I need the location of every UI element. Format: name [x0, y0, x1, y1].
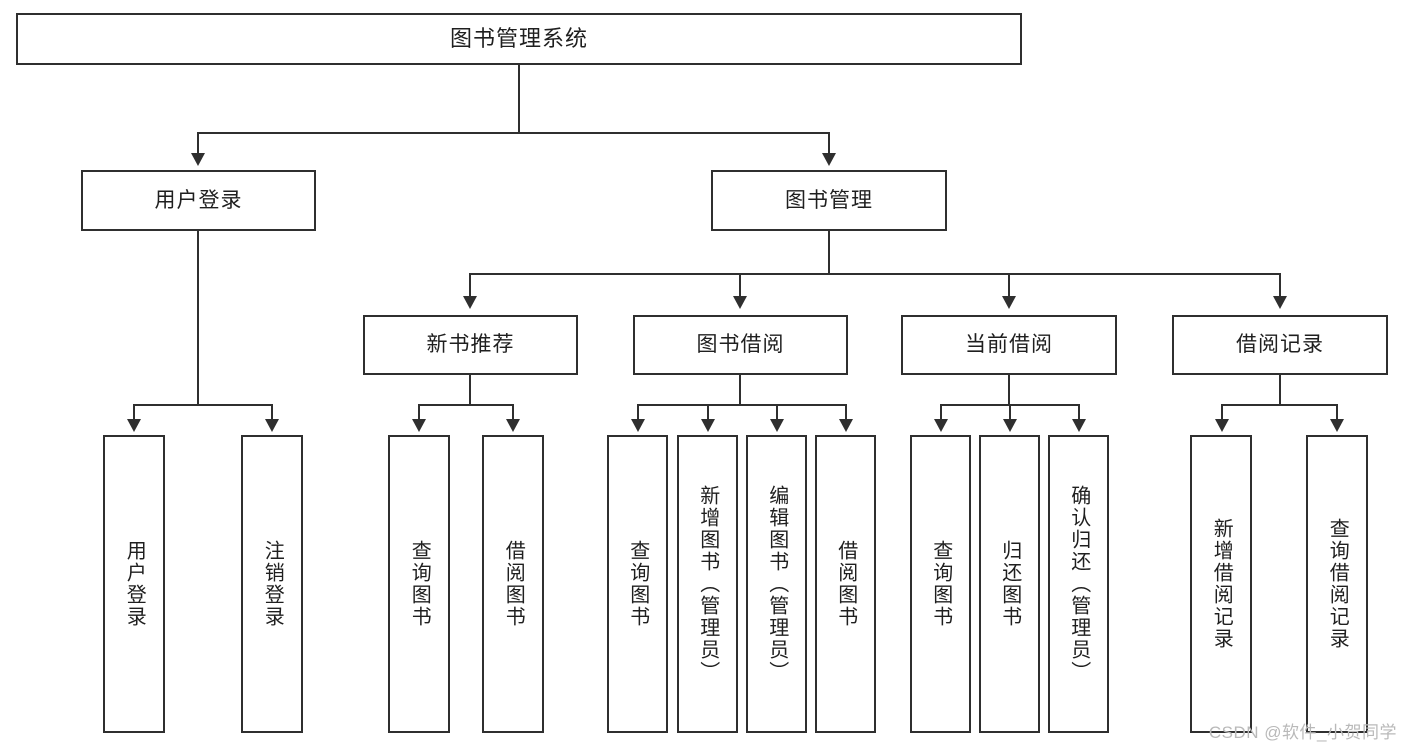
- arrow-br-leaf1: [1215, 419, 1229, 432]
- edge-root-stem: [518, 65, 520, 132]
- node-label: 图书管理系统: [449, 25, 588, 51]
- arrow-nbr-leaf1: [412, 419, 426, 432]
- edge-cb-leaf3: [1078, 404, 1080, 420]
- arrow-cb-leaf2: [1003, 419, 1017, 432]
- arrow-to-borrow-record: [1273, 296, 1287, 309]
- watermark-text: CSDN @软件_小贺同学: [1208, 723, 1397, 742]
- arrow-bb-leaf1: [631, 419, 645, 432]
- leaf-bb-query-book[interactable]: 查询图书: [607, 435, 668, 733]
- edge-book-borrow-stem: [739, 375, 741, 405]
- edge-new-book-recommend-bar: [418, 404, 513, 406]
- leaf-br-add-record[interactable]: 新增借阅记录: [1190, 435, 1252, 733]
- leaf-cb-return-book[interactable]: 归还图书: [979, 435, 1040, 733]
- edge-level2-bar: [198, 132, 830, 134]
- node-label: 借阅记录: [1236, 333, 1324, 357]
- node-label: 查询借阅记录: [1326, 518, 1349, 650]
- arrow-to-book-management: [822, 153, 836, 166]
- arrow-to-book-borrow: [733, 296, 747, 309]
- edge-bb-leaf4: [845, 404, 847, 420]
- leaf-cb-confirm-return-admin[interactable]: 确认归还（管理员）: [1048, 435, 1109, 733]
- edge-bb-leaf2: [707, 404, 709, 420]
- edge-borrow-record-bar: [1221, 404, 1337, 406]
- arrow-bb-leaf2: [701, 419, 715, 432]
- edge-nbr-leaf2: [512, 404, 514, 420]
- node-label: 借阅图书: [834, 540, 857, 628]
- edge-book-management-stem: [828, 231, 830, 274]
- arrow-to-current-borrow: [1002, 296, 1016, 309]
- leaf-br-query-record[interactable]: 查询借阅记录: [1306, 435, 1368, 733]
- leaf-nbr-query-book[interactable]: 查询图书: [388, 435, 450, 733]
- arrow-user-login-leaf1: [127, 419, 141, 432]
- edge-user-login-bar: [133, 404, 273, 406]
- edge-cb-leaf2: [1009, 404, 1011, 420]
- leaf-user-login-login[interactable]: 用户登录: [103, 435, 165, 733]
- node-label: 查询图书: [626, 540, 649, 628]
- edge-user-login-leaf1: [133, 404, 135, 420]
- node-label: 查询图书: [408, 540, 431, 628]
- edge-new-book-recommend-stem: [469, 375, 471, 405]
- node-label: 用户登录: [154, 188, 243, 212]
- node-label: 注销登录: [261, 540, 284, 628]
- leaf-bb-edit-book-admin[interactable]: 编辑图书（管理员）: [746, 435, 807, 733]
- edge-to-borrow-record: [1279, 273, 1281, 297]
- arrow-bb-leaf3: [770, 419, 784, 432]
- node-label: 借阅图书: [502, 540, 525, 628]
- node-label: 确认归还（管理员）: [1067, 485, 1090, 683]
- node-label: 新增借阅记录: [1210, 518, 1233, 650]
- arrow-user-login-leaf2: [265, 419, 279, 432]
- leaf-cb-query-book[interactable]: 查询图书: [910, 435, 971, 733]
- node-user-login[interactable]: 用户登录: [81, 170, 316, 231]
- arrow-bb-leaf4: [839, 419, 853, 432]
- edge-to-current-borrow: [1008, 273, 1010, 297]
- edge-to-book-borrow: [739, 273, 741, 297]
- leaf-bb-borrow-book[interactable]: 借阅图书: [815, 435, 876, 733]
- arrow-to-new-book-recommend: [463, 296, 477, 309]
- node-label: 新增图书（管理员）: [696, 485, 719, 683]
- leaf-user-login-logout[interactable]: 注销登录: [241, 435, 303, 733]
- node-root-book-management-system[interactable]: 图书管理系统: [16, 13, 1022, 65]
- node-book-management[interactable]: 图书管理: [711, 170, 947, 231]
- edge-borrow-record-stem: [1279, 375, 1281, 405]
- edge-book-borrow-bar: [637, 404, 845, 406]
- node-label: 用户登录: [123, 540, 146, 628]
- edge-bb-leaf1: [637, 404, 639, 420]
- edge-to-new-book-recommend: [469, 273, 471, 297]
- arrow-cb-leaf1: [934, 419, 948, 432]
- edge-cb-leaf1: [940, 404, 942, 420]
- leaf-nbr-borrow-book[interactable]: 借阅图书: [482, 435, 544, 733]
- node-label: 编辑图书（管理员）: [765, 485, 788, 683]
- leaf-bb-add-book-admin[interactable]: 新增图书（管理员）: [677, 435, 738, 733]
- node-book-borrow[interactable]: 图书借阅: [633, 315, 848, 375]
- node-new-book-recommend[interactable]: 新书推荐: [363, 315, 578, 375]
- node-label: 归还图书: [998, 540, 1021, 628]
- node-label: 图书管理: [785, 188, 873, 212]
- arrow-nbr-leaf2: [506, 419, 520, 432]
- node-label: 当前借阅: [965, 333, 1053, 357]
- node-label: 图书借阅: [696, 333, 785, 357]
- edge-to-book-management: [828, 132, 830, 155]
- edge-nbr-leaf1: [418, 404, 420, 420]
- edge-br-leaf1: [1221, 404, 1223, 420]
- node-current-borrow[interactable]: 当前借阅: [901, 315, 1117, 375]
- node-borrow-record[interactable]: 借阅记录: [1172, 315, 1388, 375]
- edge-user-login-leaf2: [271, 404, 273, 420]
- edge-current-borrow-stem: [1008, 375, 1010, 405]
- edge-bb-leaf3: [776, 404, 778, 420]
- edge-br-leaf2: [1336, 404, 1338, 420]
- edge-user-login-stem: [197, 231, 199, 405]
- node-label: 新书推荐: [426, 333, 515, 357]
- edge-to-user-login: [197, 132, 199, 155]
- arrow-cb-leaf3: [1072, 419, 1086, 432]
- edge-level3-bar: [469, 273, 1281, 275]
- arrow-to-user-login: [191, 153, 205, 166]
- arrow-br-leaf2: [1330, 419, 1344, 432]
- node-label: 查询图书: [929, 540, 952, 628]
